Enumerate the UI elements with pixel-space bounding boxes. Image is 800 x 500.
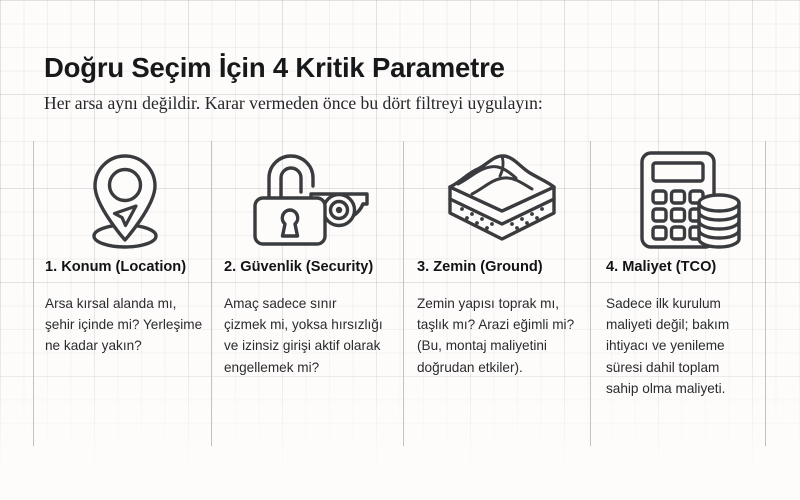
body-line: doğrudan etkiler). [417,359,523,375]
body-line: (Bu, montaj maliyetini [417,338,547,354]
body-line: taşlık mı? Arazi eğimli mi? [417,316,575,332]
body-line: Sadece ilk kurulum [606,295,721,311]
column-divider-1 [211,141,212,446]
page-subtitle: Her arsa aynı değildir. Karar vermeden ö… [44,92,543,113]
body-line: süresi dahil toplam [606,359,720,375]
body-line: maliyeti değil; bakım [606,316,730,332]
padlock-camera-icon [224,141,394,259]
header: Doğru Seçim İçin 4 Kritik Parametre Her … [44,52,764,115]
soil-layers-icon [417,141,587,259]
location-pin-icon [45,141,205,259]
column-heading: 3. Zemin (Ground) [417,259,543,275]
column-heading: 1. Konum (Location) [45,259,187,275]
page-title: Doğru Seçim İçin 4 Kritik Parametre [44,52,505,83]
parameter-columns: 1. Konum (Location) Arsa kırsal alanda m… [0,141,800,461]
body-line: Amaç sadece sınır [224,295,337,311]
parameter-column-cost: 4. Maliyet (TCO) Sadece ilk kurulum mali… [606,141,771,400]
calculator-coins-icon [606,141,771,259]
column-heading: 2. Güvenlik (Security) [224,259,374,275]
parameter-column-security: 2. Güvenlik (Security) Amaç sadece sınır… [224,141,394,378]
column-divider-0 [33,141,34,446]
body-line: ne kadar yakın? [45,338,142,354]
column-body: Zemin yapısı toprak mı, taşlık mı? Arazi… [417,293,587,379]
body-line: Arsa kırsal alanda mı, [45,295,177,311]
body-line: sahip olma maliyeti. [606,381,726,397]
column-divider-2 [403,141,404,446]
body-line: şehir içinde mi? Yerleşime [45,316,203,332]
column-body: Amaç sadece sınır çizmek mi, yoksa hırsı… [224,293,394,379]
body-line: ve izinsiz girişi aktif olarak [224,338,381,354]
body-line: engellemek mi? [224,359,320,375]
column-divider-3 [590,141,591,446]
column-body: Sadece ilk kurulum maliyeti değil; bakım… [606,293,771,400]
column-heading: 4. Maliyet (TCO) [606,259,717,275]
parameter-column-location: 1. Konum (Location) Arsa kırsal alanda m… [45,141,205,357]
body-line: Zemin yapısı toprak mı, [417,295,560,311]
body-line: ihtiyacı ve yenileme [606,338,725,354]
parameter-column-ground: 3. Zemin (Ground) Zemin yapısı toprak mı… [417,141,587,378]
body-line: çizmek mi, yoksa hırsızlığı [224,316,383,332]
column-divider-4 [765,141,766,446]
column-body: Arsa kırsal alanda mı, şehir içinde mi? … [45,293,205,357]
